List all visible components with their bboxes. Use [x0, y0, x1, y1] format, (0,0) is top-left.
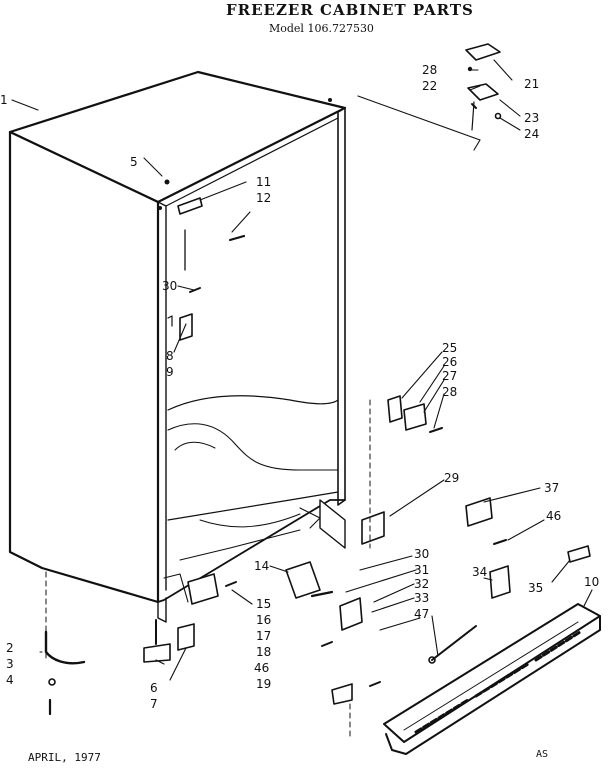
callout-30-lower: 30	[414, 547, 429, 561]
callout-23: 23	[524, 111, 539, 125]
page-title: FREEZER CABINET PARTS	[226, 1, 474, 19]
callout-10: 10	[584, 575, 599, 589]
callout-21: 21	[524, 77, 539, 91]
callout-17: 17	[256, 629, 271, 643]
callout-31: 31	[414, 563, 429, 577]
callout-24: 24	[524, 127, 539, 141]
callout-26: 26	[442, 355, 457, 369]
door-hinge-hardware	[361, 395, 443, 549]
callout-12: 12	[256, 191, 271, 205]
callout-27: 27	[442, 369, 457, 383]
callout-11: 11	[256, 175, 271, 189]
callout-9: 9	[166, 365, 174, 379]
callout-30-interior: 30	[162, 279, 177, 293]
callout-25: 25	[442, 341, 457, 355]
callout-46-right: 46	[546, 509, 561, 523]
callout-8: 8	[166, 349, 174, 363]
page-code: AS	[536, 749, 549, 760]
callout-32: 32	[414, 577, 429, 591]
publication-date: APRIL, 1977	[28, 751, 101, 764]
callout-37: 37	[544, 481, 559, 495]
leader-lines	[11, 59, 593, 681]
model-number: Model 106.727530	[269, 22, 374, 35]
callout-47: 47	[414, 607, 429, 621]
callout-14: 14	[254, 559, 269, 573]
grille-and-brackets	[383, 497, 601, 755]
callout-15: 15	[256, 597, 271, 611]
callout-34: 34	[472, 565, 487, 579]
callout-46-lower: 46	[254, 661, 269, 675]
callout-7: 7	[150, 697, 158, 711]
callout-35: 35	[528, 581, 543, 595]
callout-28-right: 28	[442, 385, 457, 399]
callout-33: 33	[414, 591, 429, 605]
callout-16: 16	[256, 613, 271, 627]
callout-numbers: 1 2 3 4 5 6 7 8 9 10 11 12 14 15 16 17 1…	[0, 63, 599, 711]
callout-19: 19	[256, 677, 271, 691]
callout-3: 3	[6, 657, 14, 671]
top-hinge-assembly	[357, 43, 502, 151]
callout-28-top: 28	[422, 63, 437, 77]
callout-1: 1	[0, 93, 8, 107]
callout-4: 4	[6, 673, 14, 687]
callout-6: 6	[150, 681, 158, 695]
interior-hardware	[167, 197, 246, 341]
leveling-feet-parts	[44, 571, 195, 716]
callout-29: 29	[444, 471, 459, 485]
callout-22: 22	[422, 79, 437, 93]
lower-hinge-hardware	[187, 561, 381, 741]
callout-5: 5	[130, 155, 138, 169]
cabinet-body	[8, 70, 347, 623]
callout-18: 18	[256, 645, 271, 659]
callout-2: 2	[6, 641, 14, 655]
